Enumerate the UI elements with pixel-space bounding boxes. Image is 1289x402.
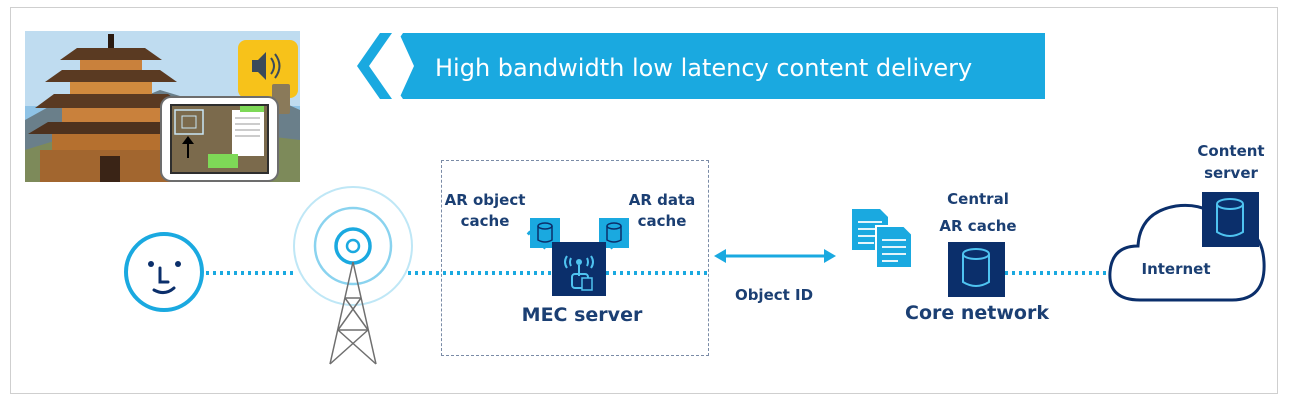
banner-title: High bandwidth low latency content deliv… xyxy=(435,54,973,82)
content-server-label: Content server xyxy=(1197,142,1265,182)
pagoda-illustration xyxy=(25,31,300,182)
banner-arrow xyxy=(357,33,1045,99)
core-network-label: Core network xyxy=(905,302,1049,324)
mec-edge-boundary xyxy=(441,160,709,356)
documents-icon xyxy=(852,209,913,269)
central-ar-cache-label: Central AR cache xyxy=(939,190,1017,235)
user-face-icon xyxy=(124,232,204,312)
ar-data-cache-label: AR data cache xyxy=(628,191,696,230)
content-server-icon xyxy=(1202,192,1259,247)
cell-tower-icon xyxy=(293,186,413,365)
object-id-label: Object ID xyxy=(734,286,814,304)
ar-object-cache-label: AR object cache xyxy=(444,191,526,230)
central-ar-cache-icon xyxy=(948,242,1005,297)
internet-label: Internet xyxy=(1141,260,1211,278)
object-id-arrow xyxy=(714,249,836,263)
mec-server-icon xyxy=(552,242,606,296)
mec-server-label: MEC server xyxy=(521,304,643,326)
